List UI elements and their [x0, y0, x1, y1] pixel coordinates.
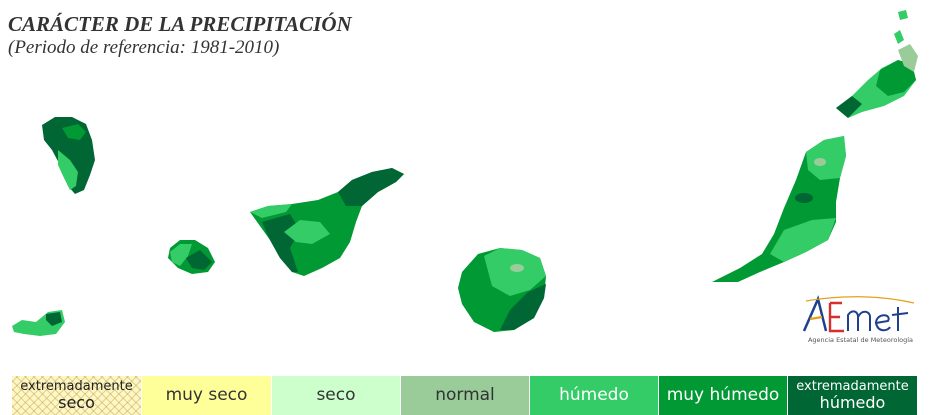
island-gran-canaria: [458, 248, 546, 332]
legend-label: húmedo: [559, 385, 629, 405]
precipitation-legend: extremadamente seco muy seco seco normal…: [12, 376, 918, 415]
legend-label: seco: [58, 393, 95, 412]
legend-label: muy seco: [165, 385, 248, 405]
legend-label: muy húmedo: [666, 385, 780, 405]
legend-humedo: húmedo: [530, 376, 659, 415]
island-lanzarote: [836, 10, 918, 118]
legend-label: extremadamente: [796, 379, 909, 394]
legend-extremadamente-seco: extremadamente seco: [12, 376, 142, 415]
legend-label: extremadamente: [20, 379, 133, 394]
legend-muy-humedo: muy húmedo: [659, 376, 788, 415]
legend-normal: normal: [401, 376, 530, 415]
legend-extremadamente-humedo: extremadamente húmedo: [788, 376, 918, 415]
island-fuerteventura: [712, 136, 846, 282]
island-la-palma: [42, 117, 95, 194]
legend-muy-seco: muy seco: [142, 376, 272, 415]
canary-islands-map: [12, 10, 918, 336]
legend-label: húmedo: [819, 393, 886, 412]
island-el-hierro: [12, 310, 65, 336]
map-subtitle: (Periodo de referencia: 1981-2010): [8, 37, 280, 58]
island-tenerife: [250, 168, 404, 276]
legend-label: normal: [435, 385, 495, 405]
legend-label: seco: [316, 385, 356, 405]
island-la-gomera: [168, 240, 215, 274]
aemet-tagline: Agencia Estatal de Meteorología: [807, 336, 914, 344]
legend-seco: seco: [272, 376, 401, 415]
map-title: CARÁCTER DE LA PRECIPITACIÓN: [8, 12, 352, 36]
aemet-logo: [802, 295, 915, 333]
